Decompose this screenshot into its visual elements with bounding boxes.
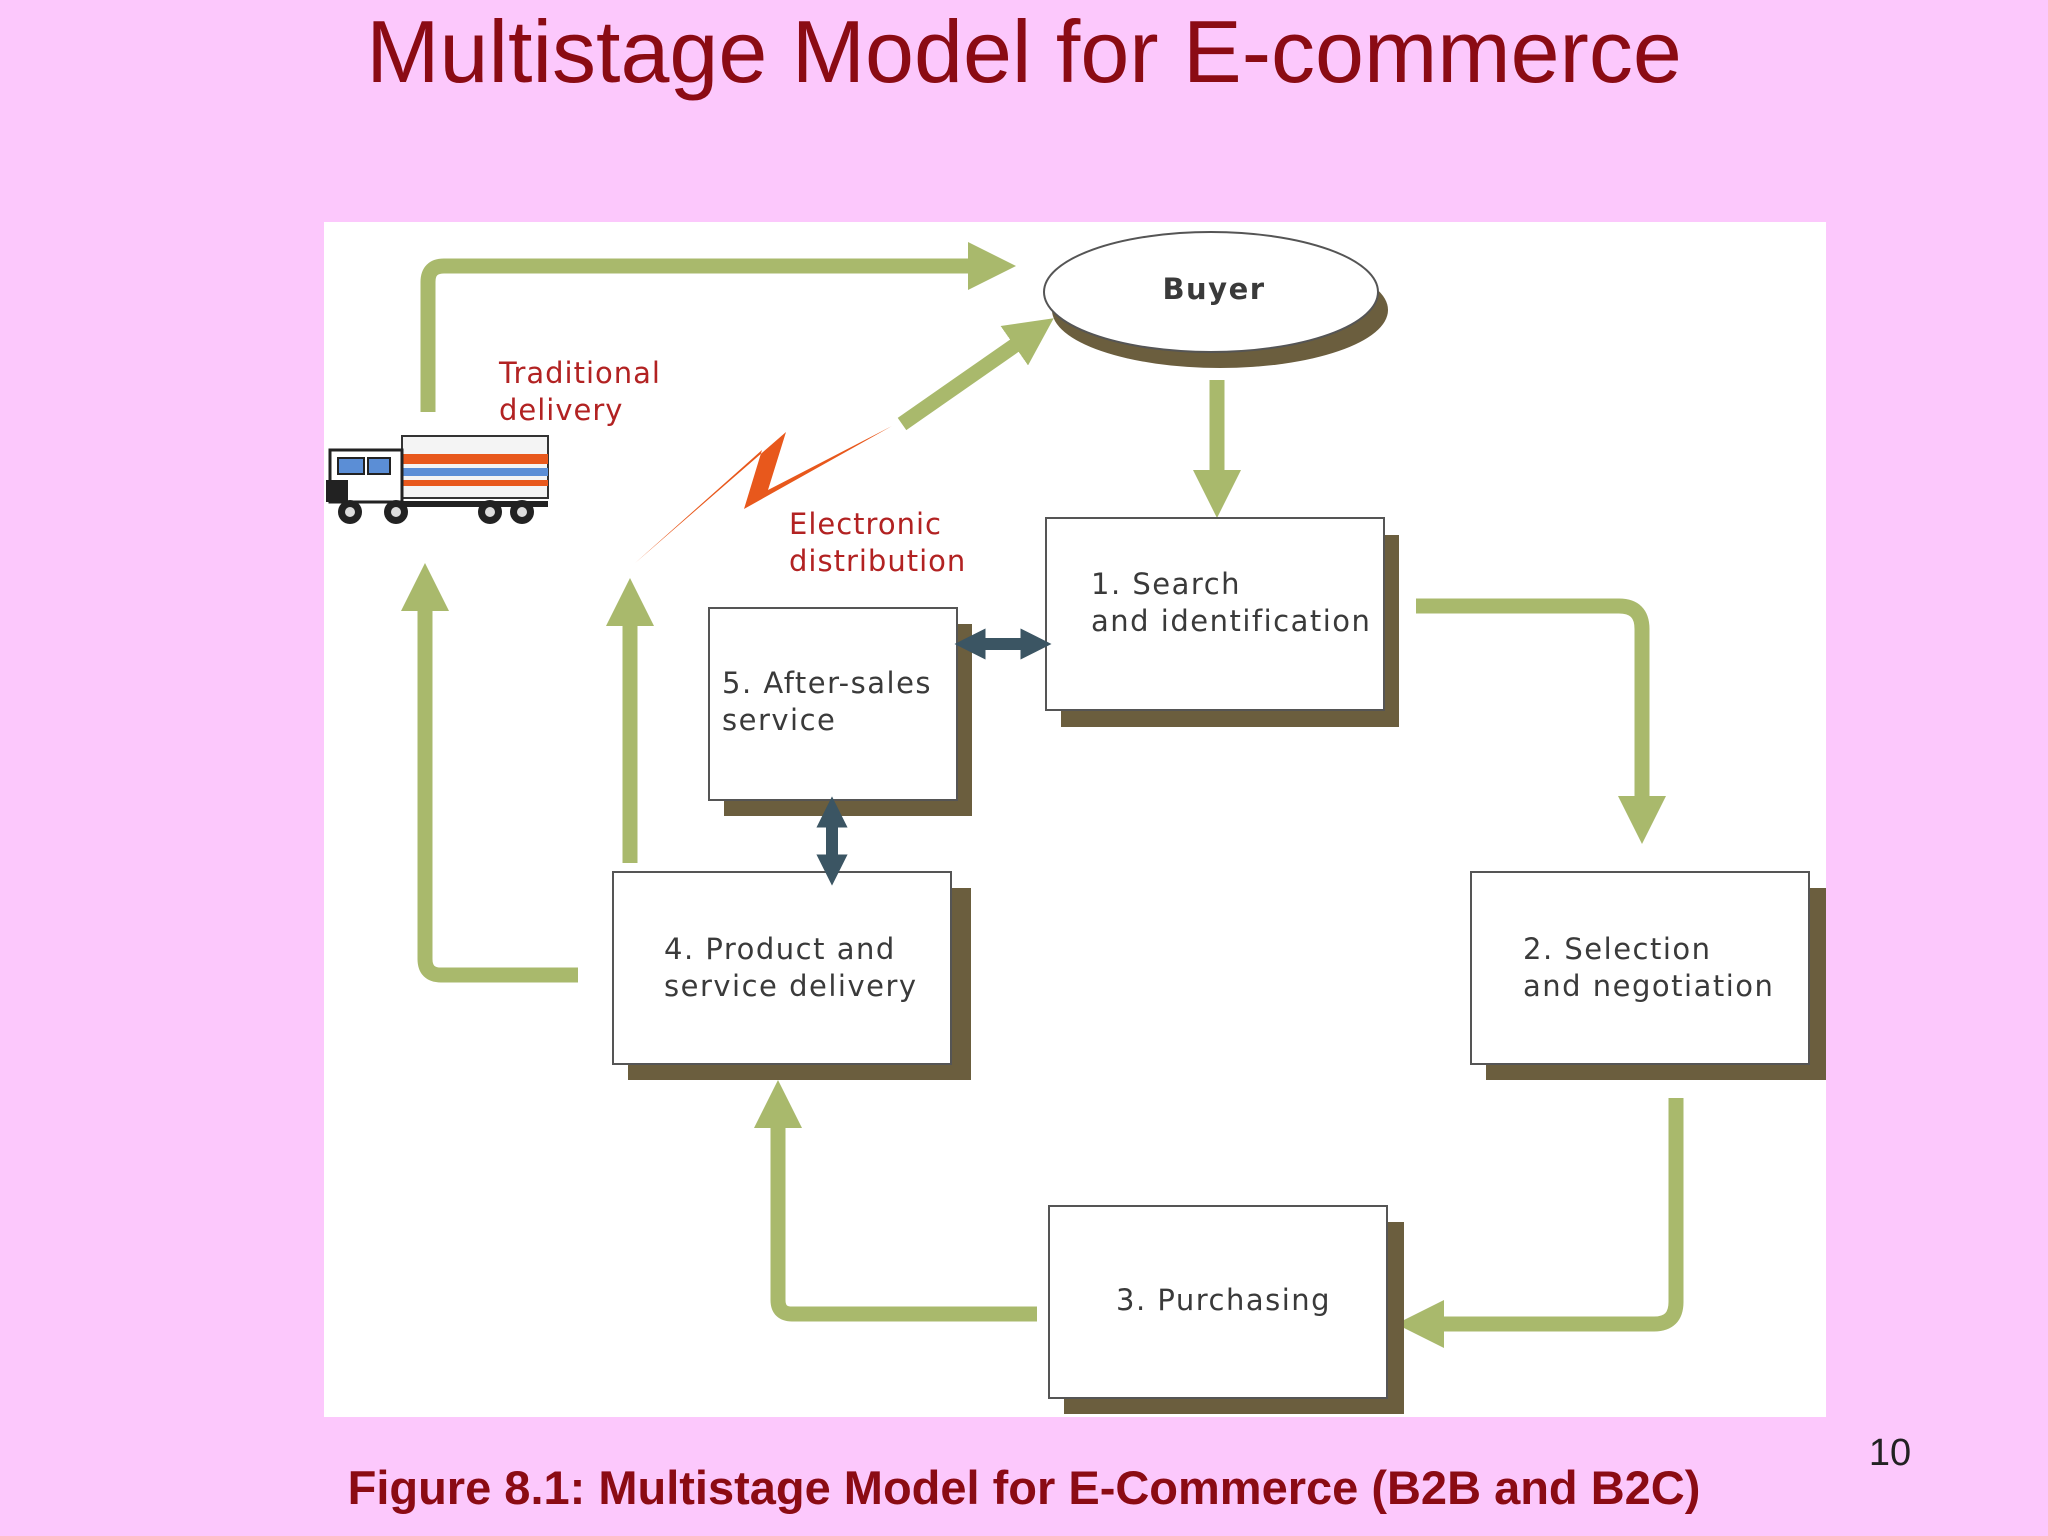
- traditional-label-line-2: delivery: [499, 393, 623, 427]
- stage-search-line-1: 1. Search: [1091, 567, 1241, 601]
- electronic-label-line-2: distribution: [789, 544, 966, 578]
- stage-search-line-2: and identification: [1091, 604, 1371, 638]
- exchange-arrows: [816, 628, 1052, 886]
- lightning-icon: [634, 426, 892, 564]
- flow-arrows: [400, 241, 1684, 1349]
- stage-purchasing-box: 3. Purchasing: [1048, 1205, 1404, 1414]
- buyer-node: Buyer: [1043, 231, 1388, 368]
- buyer-label: Buyer: [1162, 272, 1265, 306]
- stage-delivery-line-1: 4. Product and: [664, 932, 896, 966]
- stage-delivery-box: 4. Product and service delivery: [612, 871, 971, 1080]
- stage-after-sales-line-1: 5. After-sales: [722, 666, 932, 700]
- flow-arrow-delivery-to-truck: [400, 562, 578, 983]
- page-number: 10: [1868, 1432, 1912, 1474]
- diagram-panel: Buyer 1. Search and identification 2. Se…: [324, 222, 1826, 1417]
- stage-selection-line-1: 2. Selection: [1523, 932, 1712, 966]
- stage-selection-line-2: and negotiation: [1523, 969, 1774, 1003]
- traditional-label-line-1: Traditional: [498, 356, 661, 390]
- diagram-canvas: Buyer 1. Search and identification 2. Se…: [326, 231, 1826, 1414]
- figure-caption: Figure 8.1: Multistage Model for E-Comme…: [347, 1461, 1701, 1514]
- flow-arrow-search-to-selection: [1416, 598, 1667, 845]
- truck-icon: [326, 435, 549, 524]
- stage-selection-box: 2. Selection and negotiation: [1470, 871, 1826, 1080]
- stage-search-box: 1. Search and identification: [1045, 517, 1399, 727]
- flow-arrow-selection-to-purchasing: [1395, 1098, 1684, 1349]
- stage-after-sales-box: 5. After-sales service: [708, 607, 972, 816]
- flow-arrow-traditional-to-buyer: [420, 241, 1017, 412]
- flow-arrow-electronic-to-buyer: [897, 318, 1054, 431]
- stage-after-sales-line-2: service: [722, 703, 836, 737]
- slide-title: Multistage Model for E-commerce: [366, 2, 1682, 101]
- stage-delivery-line-2: service delivery: [664, 969, 918, 1003]
- electronic-label-line-1: Electronic: [789, 507, 942, 541]
- stage-purchasing-line-1: 3. Purchasing: [1116, 1283, 1331, 1317]
- flow-arrow-purchasing-to-delivery: [753, 1079, 1037, 1322]
